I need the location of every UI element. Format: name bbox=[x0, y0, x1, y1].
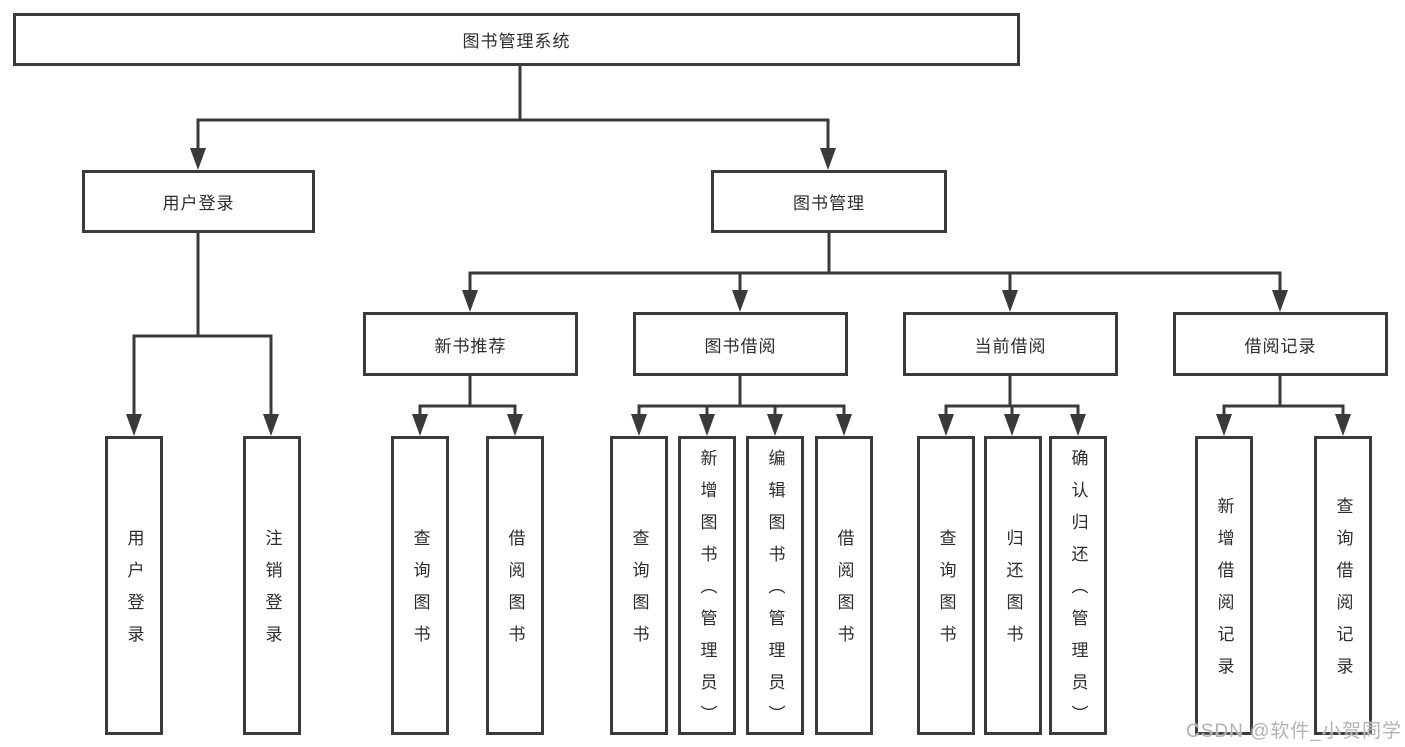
leaf-query-books-current: 查询图书 bbox=[917, 436, 975, 735]
leaf-return-book-label: 归还图书 bbox=[1003, 529, 1023, 657]
arrowhead bbox=[1004, 414, 1020, 436]
arrowhead bbox=[732, 290, 748, 312]
arrowhead bbox=[1002, 290, 1018, 312]
arrowhead bbox=[190, 148, 206, 170]
leaf-logout: 注销登录 bbox=[243, 436, 301, 735]
leaf-add-borrow-record: 新增借阅记录 bbox=[1195, 436, 1253, 735]
arrowhead bbox=[1335, 414, 1351, 436]
node-new-book-recommend: 新书推荐 bbox=[363, 312, 578, 376]
node-new-book-recommend-label: 新书推荐 bbox=[434, 336, 507, 356]
connector-current-borrowing bbox=[944, 375, 1080, 416]
arrowhead bbox=[1070, 414, 1086, 436]
connector-new-book-recommend bbox=[418, 375, 517, 416]
connector-book-management bbox=[468, 233, 1282, 292]
arrowhead bbox=[767, 414, 783, 436]
leaf-borrow-books-borrowing-label: 借阅图书 bbox=[834, 529, 854, 657]
leaf-query-borrow-record: 查询借阅记录 bbox=[1314, 436, 1372, 735]
leaf-user-login-label: 用户登录 bbox=[124, 529, 144, 657]
leaf-borrow-books-borrowing: 借阅图书 bbox=[815, 436, 873, 735]
leaf-return-book: 归还图书 bbox=[984, 436, 1042, 735]
arrowhead bbox=[462, 290, 478, 312]
leaf-query-borrow-record-label: 查询借阅记录 bbox=[1333, 497, 1353, 689]
leaf-logout-label: 注销登录 bbox=[262, 529, 282, 657]
arrowhead bbox=[507, 414, 523, 436]
connector-user-login bbox=[132, 233, 273, 416]
node-borrowing-records-label: 借阅记录 bbox=[1244, 336, 1317, 356]
node-current-borrowing-label: 当前借阅 bbox=[974, 336, 1047, 356]
leaf-confirm-return-admin: 确认归还（管理员） bbox=[1049, 436, 1107, 737]
connector-book-borrowing bbox=[637, 375, 846, 416]
arrowhead bbox=[412, 414, 428, 436]
leaf-query-books-recommend: 查询图书 bbox=[391, 436, 449, 735]
node-root: 图书管理系统 bbox=[13, 13, 1020, 66]
arrowhead bbox=[1272, 290, 1288, 312]
arrowhead bbox=[1216, 414, 1232, 436]
arrowhead bbox=[126, 414, 142, 436]
leaf-query-books-borrowing: 查询图书 bbox=[610, 436, 668, 735]
node-root-label: 图书管理系统 bbox=[462, 32, 571, 51]
leaf-confirm-return-admin-label: 确认归还（管理员） bbox=[1068, 449, 1088, 737]
arrowhead bbox=[938, 414, 954, 436]
leaf-query-books-recommend-label: 查询图书 bbox=[410, 529, 430, 657]
node-user-login: 用户登录 bbox=[82, 170, 315, 233]
leaf-add-borrow-record-label: 新增借阅记录 bbox=[1214, 497, 1234, 689]
leaf-edit-book-admin: 编辑图书（管理员） bbox=[746, 436, 804, 737]
arrowhead bbox=[631, 414, 647, 436]
arrowhead bbox=[699, 414, 715, 436]
node-book-management: 图书管理 bbox=[711, 170, 947, 233]
connector-borrowing-records bbox=[1222, 375, 1345, 416]
leaf-query-books-borrowing-label: 查询图书 bbox=[629, 529, 649, 657]
csdn-watermark: CSDN @软件_小贺同学 bbox=[1186, 721, 1402, 742]
leaf-borrow-books-recommend: 借阅图书 bbox=[486, 436, 544, 735]
node-book-management-label: 图书管理 bbox=[793, 194, 865, 213]
arrowhead bbox=[820, 148, 836, 170]
leaf-edit-book-admin-label: 编辑图书（管理员） bbox=[765, 449, 785, 737]
node-current-borrowing: 当前借阅 bbox=[903, 312, 1118, 376]
arrowhead bbox=[836, 414, 852, 436]
node-book-borrowing-label: 图书借阅 bbox=[704, 336, 777, 356]
node-user-login-label: 用户登录 bbox=[162, 194, 235, 213]
leaf-add-book-admin-label: 新增图书（管理员） bbox=[697, 449, 717, 737]
leaf-add-book-admin: 新增图书（管理员） bbox=[678, 436, 736, 737]
leaf-borrow-books-recommend-label: 借阅图书 bbox=[505, 529, 525, 657]
leaf-user-login: 用户登录 bbox=[105, 436, 163, 735]
connector-root bbox=[196, 66, 830, 150]
node-borrowing-records: 借阅记录 bbox=[1173, 312, 1388, 376]
arrowhead bbox=[263, 414, 279, 436]
node-book-borrowing: 图书借阅 bbox=[633, 312, 848, 376]
leaf-query-books-current-label: 查询图书 bbox=[936, 529, 956, 657]
